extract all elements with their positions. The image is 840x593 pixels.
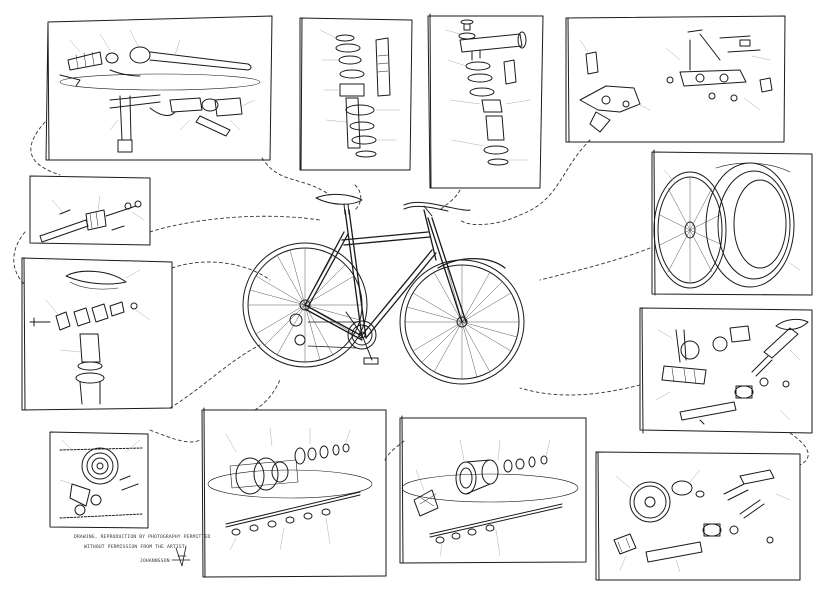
panel-handlebar-frame: [45, 15, 273, 161]
panel-stem-frame: [427, 13, 544, 189]
chainring-parts: [613, 469, 791, 573]
brake-parts: [579, 29, 773, 133]
seatpost-parts: [29, 269, 151, 405]
bicycle-frame: [304, 209, 467, 341]
panel-wheel-tire-frame: [651, 149, 813, 296]
signature-mark: [171, 545, 191, 567]
drivetrain: [289, 311, 379, 365]
wheel-tire-parts: [653, 162, 801, 289]
panel-cassette-frame: [49, 431, 149, 529]
panel-cable-frame: [29, 175, 151, 246]
bicycle-illustration: [242, 193, 525, 385]
stem: [423, 205, 433, 217]
panel-crank-frame: [639, 307, 813, 434]
saddle: [315, 193, 363, 205]
caption-line-2: WITHOUT PERMISSION FROM THE ARTIST: [84, 545, 185, 550]
handlebar-parts: [59, 29, 261, 153]
headset-parts: [319, 29, 401, 158]
panel-brake-frame: [565, 15, 786, 143]
cassette-parts: [59, 439, 143, 519]
crank-parts: [655, 318, 809, 425]
panel-headset-frame: [299, 17, 413, 171]
panel-front-hub-frame: [399, 415, 587, 564]
panel-rear-hub-frame: [201, 407, 387, 578]
front-fender: [437, 258, 506, 269]
seat-post: [343, 203, 350, 215]
caption-signature: JOHANNSSON: [140, 559, 170, 564]
panel-frames: [21, 13, 813, 581]
rear-hub-parts: [207, 427, 373, 551]
panel-chainring-frame: [595, 451, 801, 581]
caption-line-1: DRAWING, REPRODUCTION BY PHOTOGRAPHY PER…: [74, 535, 211, 540]
connector-lines: [13, 121, 809, 466]
panel-seatpost-frame: [21, 257, 173, 411]
stem-parts: [445, 19, 531, 166]
handlebar: [403, 201, 471, 212]
front-hub-parts: [401, 439, 579, 557]
cable-parts: [39, 195, 145, 243]
